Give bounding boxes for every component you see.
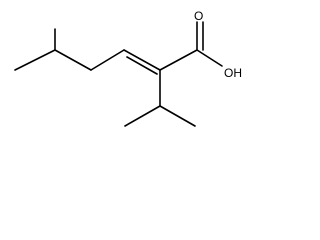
molecule-structure: O OH	[14, 9, 242, 127]
bond-alkene-main	[123, 49, 161, 71]
bond-isopropyl-right	[159, 105, 196, 127]
bond-ch2-alkene	[90, 49, 125, 71]
oxygen-carbonyl-label: O	[194, 9, 203, 23]
bond-alkene-inner	[126, 56, 158, 75]
bond-c-oh	[196, 49, 223, 67]
bond-isopropyl-left	[124, 105, 161, 127]
bond-ch-ch2	[54, 49, 92, 71]
bond-alpha-carboxyl	[159, 49, 198, 71]
hydroxyl-label: OH	[224, 66, 242, 80]
bond-methyl-a	[14, 49, 56, 71]
